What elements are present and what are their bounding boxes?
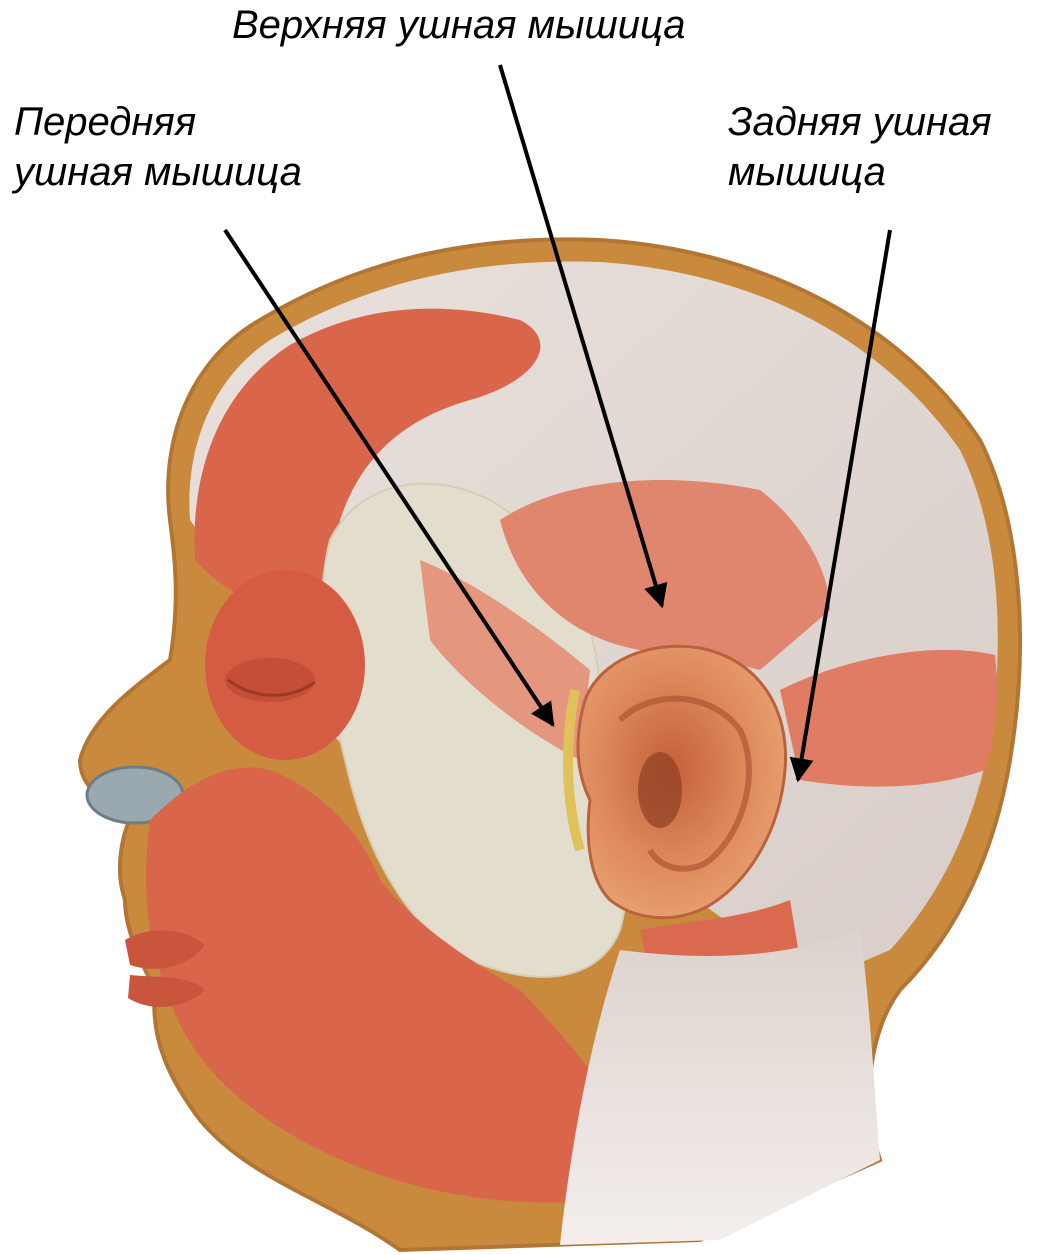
label-posterior-line1: Задняя ушная [728, 97, 992, 147]
label-anterior-auricular: Передняя ушная мышица [14, 97, 302, 197]
label-superior-text: Верхняя ушная мышица [232, 0, 686, 50]
label-anterior-line2: ушная мышица [14, 147, 302, 197]
label-anterior-line1: Передняя [14, 97, 302, 147]
label-superior-auricular: Верхняя ушная мышица [232, 0, 686, 50]
label-posterior-line2: мышица [728, 147, 992, 197]
label-posterior-auricular: Задняя ушная мышица [728, 97, 992, 197]
